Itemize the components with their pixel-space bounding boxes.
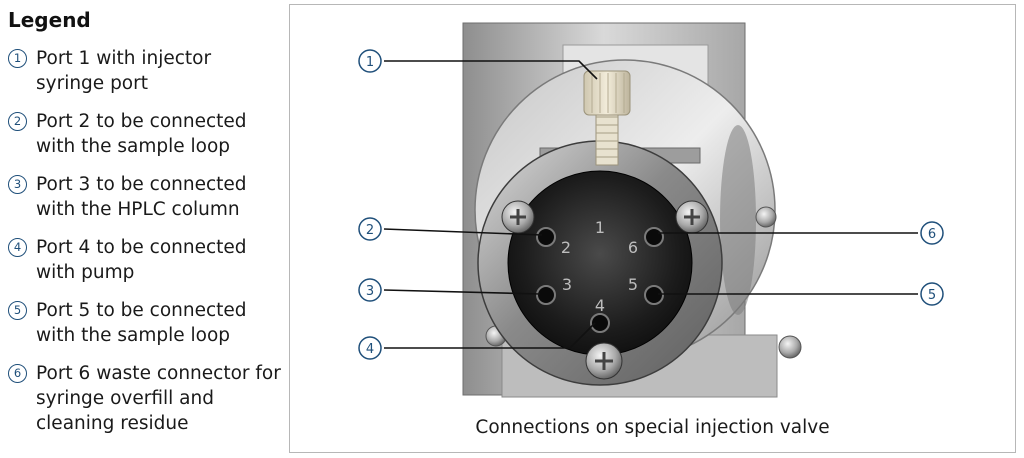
legend-number-1: 1 [8, 49, 27, 68]
callout-circle-6 [920, 221, 944, 245]
port-hole-3 [536, 285, 556, 305]
injection-valve-illustration: 1 2 3 4 5 6 1 2 3 4 5 [358, 22, 944, 398]
legend-number-5: 5 [8, 301, 27, 320]
legend-panel: Legend 1 Port 1 with injector syringe po… [8, 8, 283, 449]
legend-text-3: Port 3 to be connected with the HPLC col… [36, 174, 247, 220]
callout-circle-5 [920, 282, 944, 306]
callout-number-5: 5 [928, 288, 936, 303]
callout-leader-lines [383, 60, 918, 349]
mounting-screw-bottom [585, 342, 623, 380]
legend-item-port-5: 5 Port 5 to be connected with the sample… [8, 298, 283, 348]
legend-item-port-3: 3 Port 3 to be connected with the HPLC c… [8, 172, 283, 222]
legend-text-4: Port 4 to be connected with pump [36, 237, 247, 283]
legend-number-4: 4 [8, 238, 27, 257]
callout-circle-3 [358, 278, 382, 302]
legend-item-port-2: 2 Port 2 to be connected with the sample… [8, 109, 283, 159]
legend-number-2: 2 [8, 112, 27, 131]
mounting-screw-upper-right [675, 200, 709, 234]
legend-item-port-4: 4 Port 4 to be connected with pump [8, 235, 283, 285]
legend-item-port-1: 1 Port 1 with injector syringe port [8, 46, 283, 96]
port-hole-4 [590, 313, 610, 333]
figure-caption: Connections on special injection valve [475, 417, 830, 438]
legend-text-1: Port 1 with injector syringe port [36, 48, 212, 94]
port-hole-2 [536, 227, 556, 247]
port-number-2: 2 [561, 238, 571, 257]
mounting-screw-upper-left [501, 200, 535, 234]
callout-number-1: 1 [366, 55, 374, 70]
legend-number-6: 6 [8, 364, 27, 383]
port-number-5: 5 [628, 275, 638, 294]
port-hole-6 [644, 227, 664, 247]
syringe-port-knob [583, 70, 631, 166]
callout-circle-2 [358, 217, 382, 241]
callout-circle-4 [358, 336, 382, 360]
port-number-6: 6 [628, 238, 638, 257]
legend-title: Legend [8, 8, 91, 32]
port-number-4: 4 [595, 296, 605, 315]
legend-text-2: Port 2 to be connected with the sample l… [36, 111, 247, 157]
port-number-1: 1 [595, 218, 605, 237]
legend-text-5: Port 5 to be connected with the sample l… [36, 300, 247, 346]
legend-text-6: Port 6 waste connector for syringe overf… [36, 363, 281, 434]
legend-number-3: 3 [8, 175, 27, 194]
callout-number-6: 6 [928, 227, 936, 242]
callout-number-2: 2 [366, 223, 374, 238]
figure-frame: 1 2 3 4 5 6 1 2 3 4 5 [289, 4, 1016, 453]
port-hole-5 [644, 285, 664, 305]
callout-number-3: 3 [366, 284, 374, 299]
port-number-3: 3 [562, 275, 572, 294]
legend-list: 1 Port 1 with injector syringe port 2 Po… [8, 46, 283, 436]
callout-number-4: 4 [366, 342, 374, 357]
legend-item-port-6: 6 Port 6 waste connector for syringe ove… [8, 361, 283, 436]
callout-circle-1 [358, 49, 382, 73]
